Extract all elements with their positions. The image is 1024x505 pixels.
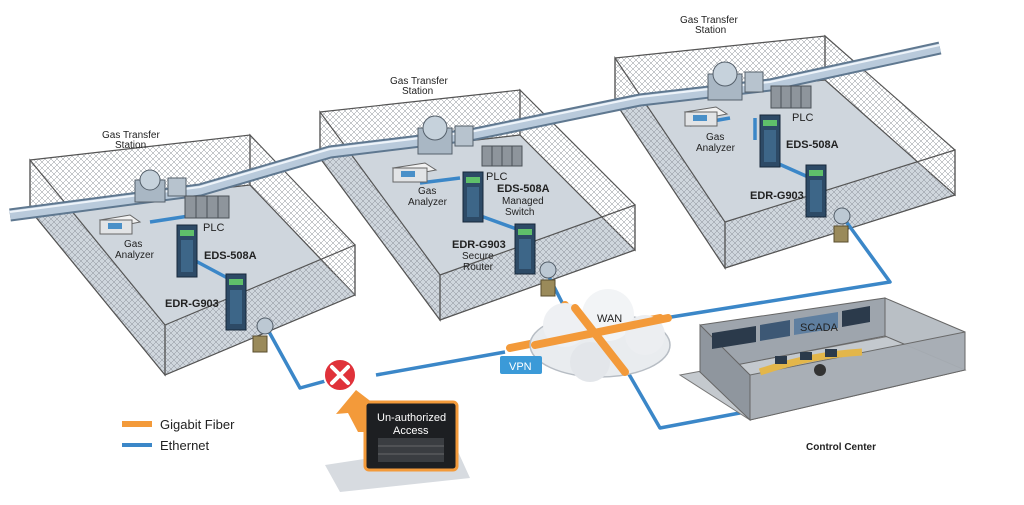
- operator-desk: [758, 348, 863, 376]
- station-2-router-sub1: Secure: [462, 251, 494, 262]
- control-center: SCADA: [678, 297, 967, 422]
- station-2-title-line1: Gas Transfer: [390, 76, 448, 87]
- vpn-badge: VPN: [500, 356, 542, 374]
- station-2-router-sub2: Router: [463, 262, 494, 273]
- station-1-analyzer-line2: Analyzer: [115, 250, 155, 261]
- legend: [122, 421, 152, 447]
- station-3-title-line1: Gas Transfer: [680, 15, 738, 26]
- gas-analyzer-icon: [391, 162, 438, 183]
- station-2-analyzer-line1: Gas: [418, 186, 436, 197]
- switch-icon: [759, 114, 781, 168]
- valve-assembly-icon: [707, 61, 764, 101]
- station-2-switch-label: EDS-508A: [497, 183, 550, 195]
- router-icon: [805, 164, 827, 218]
- station-1-switch-label: EDS-508A: [204, 250, 257, 262]
- station-1-equipment: [98, 169, 274, 353]
- station-1-title-line2: Station: [115, 140, 146, 151]
- station-3-analyzer-line2: Analyzer: [696, 143, 736, 154]
- attack-label-line1: Un-authorized: [377, 412, 446, 424]
- wan-label: WAN: [597, 313, 622, 325]
- blocked-icon: [323, 358, 357, 392]
- station-3-equipment: [683, 61, 851, 243]
- router-icon: [225, 273, 247, 331]
- station-3-router-label: EDR-G903: [750, 190, 804, 202]
- station-3-title-line2: Station: [695, 25, 726, 36]
- station-3-fence-left: [614, 56, 726, 270]
- legend-ethernet-label: Ethernet: [160, 438, 210, 453]
- station-3-switch-label: EDS-508A: [786, 139, 839, 151]
- plc-icon: [770, 85, 812, 109]
- station-1-analyzer-line1: Gas: [124, 239, 142, 250]
- station-2-switch-sub1: Managed: [502, 196, 544, 207]
- station-2-plc-label: PLC: [486, 171, 507, 183]
- station-1-router-label: EDR-G903: [165, 298, 219, 310]
- attack-arrow-icon: [336, 390, 382, 432]
- attack-label-line2: Access: [393, 425, 429, 437]
- control-center-front-wall: [749, 331, 966, 421]
- scada-label: SCADA: [800, 322, 839, 334]
- legend-ethernet-swatch: [122, 443, 152, 447]
- station-2-switch-sub2: Switch: [505, 207, 534, 218]
- unauthorized-access: Un-authorized Access: [325, 390, 470, 492]
- vpn-label: VPN: [509, 361, 532, 373]
- gas-analyzer-icon: [683, 106, 729, 127]
- station-3: [614, 34, 956, 270]
- plc-icon: [184, 195, 230, 219]
- plc-icon: [481, 145, 523, 167]
- gas-analyzer-icon: [98, 214, 142, 235]
- legend-fiber-label: Gigabit Fiber: [160, 417, 235, 432]
- station-3-plc-label: PLC: [792, 112, 813, 124]
- wan-cloud: WAN: [529, 289, 672, 382]
- switch-icon: [176, 224, 198, 278]
- station-1-plc-label: PLC: [203, 222, 224, 234]
- station-1-title-line1: Gas Transfer: [102, 130, 160, 141]
- station-2-equipment: [391, 115, 557, 297]
- valve-assembly-icon: [134, 169, 187, 203]
- legend-fiber-swatch: [122, 421, 152, 427]
- meter-icon: [539, 261, 557, 297]
- keyboard-icon: [378, 438, 444, 462]
- control-center-label: Control Center: [806, 442, 876, 453]
- station-3-analyzer-line1: Gas: [706, 132, 724, 143]
- station-2-title-line2: Station: [402, 86, 433, 97]
- station-2-fence-left: [319, 110, 441, 322]
- switch-icon: [462, 171, 484, 223]
- scada-screens: [712, 306, 870, 349]
- meter-icon: [252, 317, 274, 353]
- station-2-analyzer-line2: Analyzer: [408, 197, 448, 208]
- valve-assembly-icon: [417, 115, 474, 155]
- meter-icon: [833, 207, 851, 243]
- station-2-router-label: EDR-G903: [452, 239, 506, 251]
- router-icon: [514, 223, 536, 275]
